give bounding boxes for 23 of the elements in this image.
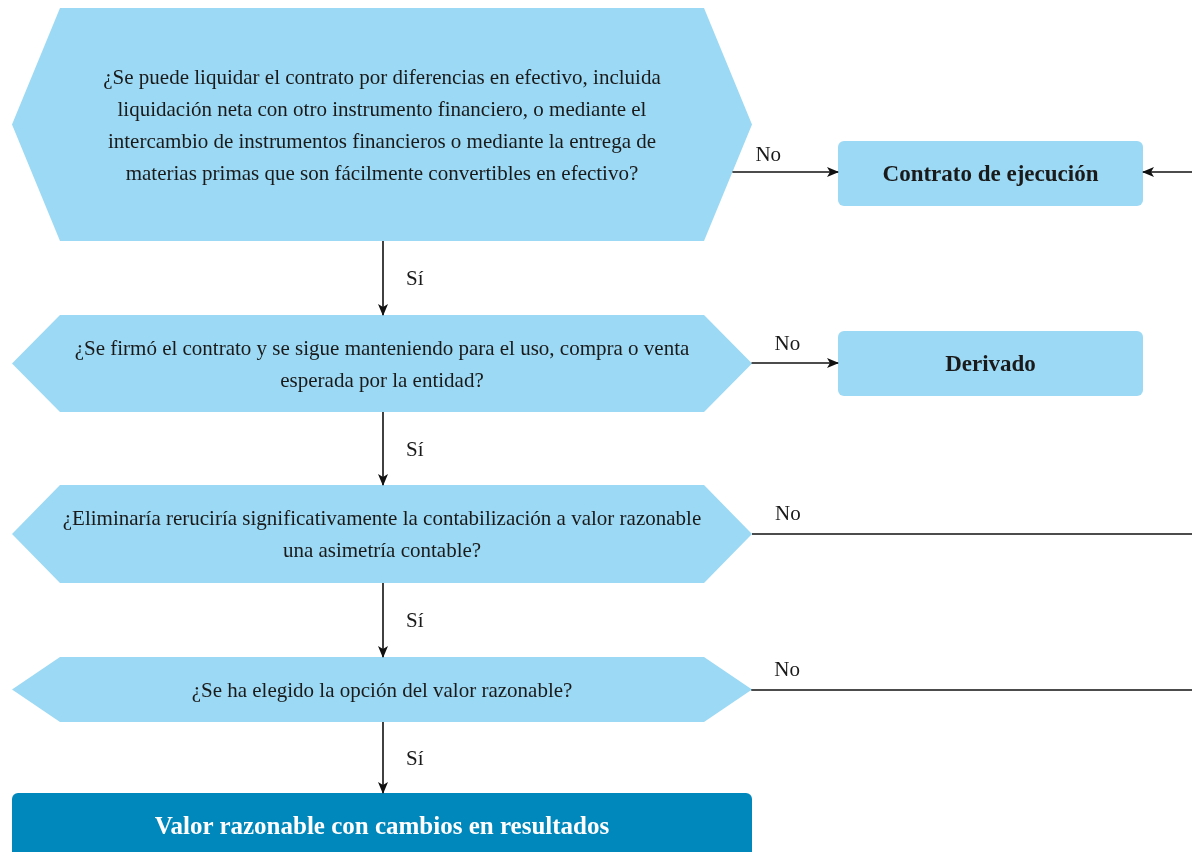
arrow	[378, 721, 388, 794]
arrow	[750, 358, 839, 368]
arrow	[378, 240, 388, 316]
result-text: Valor razonable con cambios en resultados	[154, 811, 610, 841]
question-text: ¿Se puede liquidar el contrato por diferencias en efectivo, incluida liquidación neta con otro instrumento financiero, o mediante el intercambio de instrumentos financieros o mediante la entrega de materias primas que son fácilmente convertibles en efectivo?	[102, 63, 662, 187]
question-text: ¿Se ha elegido la opción del valor razonable?	[190, 676, 574, 704]
result-box	[838, 331, 1143, 396]
decision-hexagon	[12, 657, 752, 722]
result-text: Contrato de ejecución	[882, 159, 1099, 188]
connector-line	[750, 689, 1192, 691]
connector-line	[751, 533, 1192, 535]
decision-hexagon	[12, 8, 752, 241]
arrow	[1142, 167, 1192, 177]
result-text: Derivado	[945, 349, 1036, 378]
arrow	[731, 167, 839, 177]
decision-hexagon	[12, 315, 752, 412]
arrow	[378, 411, 388, 486]
result-box	[838, 141, 1143, 206]
question-text: ¿Se firmó el contrato y se sigue manteniendo para el uso, compra o venta esperada por la entidad?	[73, 334, 691, 394]
arrow	[378, 582, 388, 658]
result-box	[12, 793, 752, 852]
question-text: ¿Eliminaría reruciría significativamente la contabilización a valor razonable una asimetría contable?	[61, 505, 703, 564]
decision-hexagon	[12, 485, 752, 583]
